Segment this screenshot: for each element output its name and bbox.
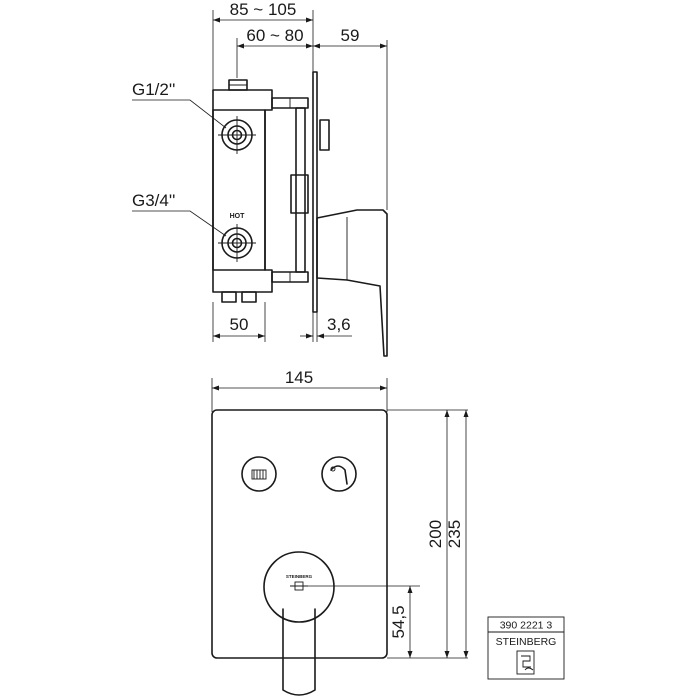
hand-shower-icon bbox=[330, 465, 348, 485]
lever-handle bbox=[282, 608, 316, 696]
side-view: 85 ~ 105 60 ~ 80 59 G1/2'' HOT bbox=[132, 0, 388, 357]
title-block-frame bbox=[487, 616, 565, 680]
diverter-stub bbox=[319, 119, 330, 151]
dim-plate-height-total: 235 bbox=[445, 520, 464, 548]
upper-connection bbox=[218, 116, 256, 154]
handle-brand-label: STEINBERG bbox=[286, 574, 313, 579]
logo-mark bbox=[521, 655, 534, 671]
button-rim bbox=[321, 456, 357, 492]
dim-body-width: 50 bbox=[230, 315, 249, 334]
upper-connection-label: G1/2'' bbox=[132, 80, 175, 99]
spindle-block bbox=[290, 174, 309, 214]
dim-cover-projection: 59 bbox=[341, 26, 360, 45]
dim-plate-width: 145 bbox=[285, 368, 313, 387]
housing-inner bbox=[212, 109, 266, 271]
front-view: 145 STEINBERG bbox=[211, 368, 469, 696]
brand-logo-icon bbox=[516, 650, 535, 675]
logo-frame bbox=[516, 650, 535, 675]
lower-connection bbox=[218, 224, 256, 262]
bottom-foot bbox=[221, 291, 237, 303]
dimension-arrows bbox=[306, 333, 324, 339]
diverter-button-hand-shower bbox=[321, 456, 357, 492]
bottom-foot bbox=[241, 291, 257, 303]
diverter-button-overhead bbox=[241, 456, 277, 492]
threaded-rod bbox=[295, 107, 306, 273]
shower-head-icon bbox=[251, 469, 267, 480]
dim-plate-thickness: 3,6 bbox=[327, 315, 351, 334]
dim-body-depth: 60 ~ 80 bbox=[246, 26, 303, 45]
front-cover-plate bbox=[211, 409, 388, 659]
cover-plate bbox=[312, 71, 318, 313]
brand-name: STEINBERG bbox=[496, 636, 557, 648]
handle-profile bbox=[316, 209, 388, 357]
lower-connection-label: G3/4'' bbox=[132, 191, 175, 210]
leader-line bbox=[132, 210, 227, 237]
dim-plate-height: 200 bbox=[426, 520, 445, 548]
lever-rosette bbox=[263, 551, 335, 623]
mixer-lever: STEINBERG bbox=[263, 551, 335, 696]
dim-total-depth: 85 ~ 105 bbox=[230, 0, 297, 19]
title-block: 390 2221 3 STEINBERG bbox=[487, 616, 565, 680]
hot-label: HOT bbox=[230, 213, 246, 220]
leader-line bbox=[132, 99, 227, 129]
button-rim bbox=[241, 456, 277, 492]
dim-handle-axis: 54,5 bbox=[389, 605, 408, 638]
icon-stroke bbox=[330, 466, 336, 472]
article-number: 390 2221 3 bbox=[500, 620, 553, 632]
